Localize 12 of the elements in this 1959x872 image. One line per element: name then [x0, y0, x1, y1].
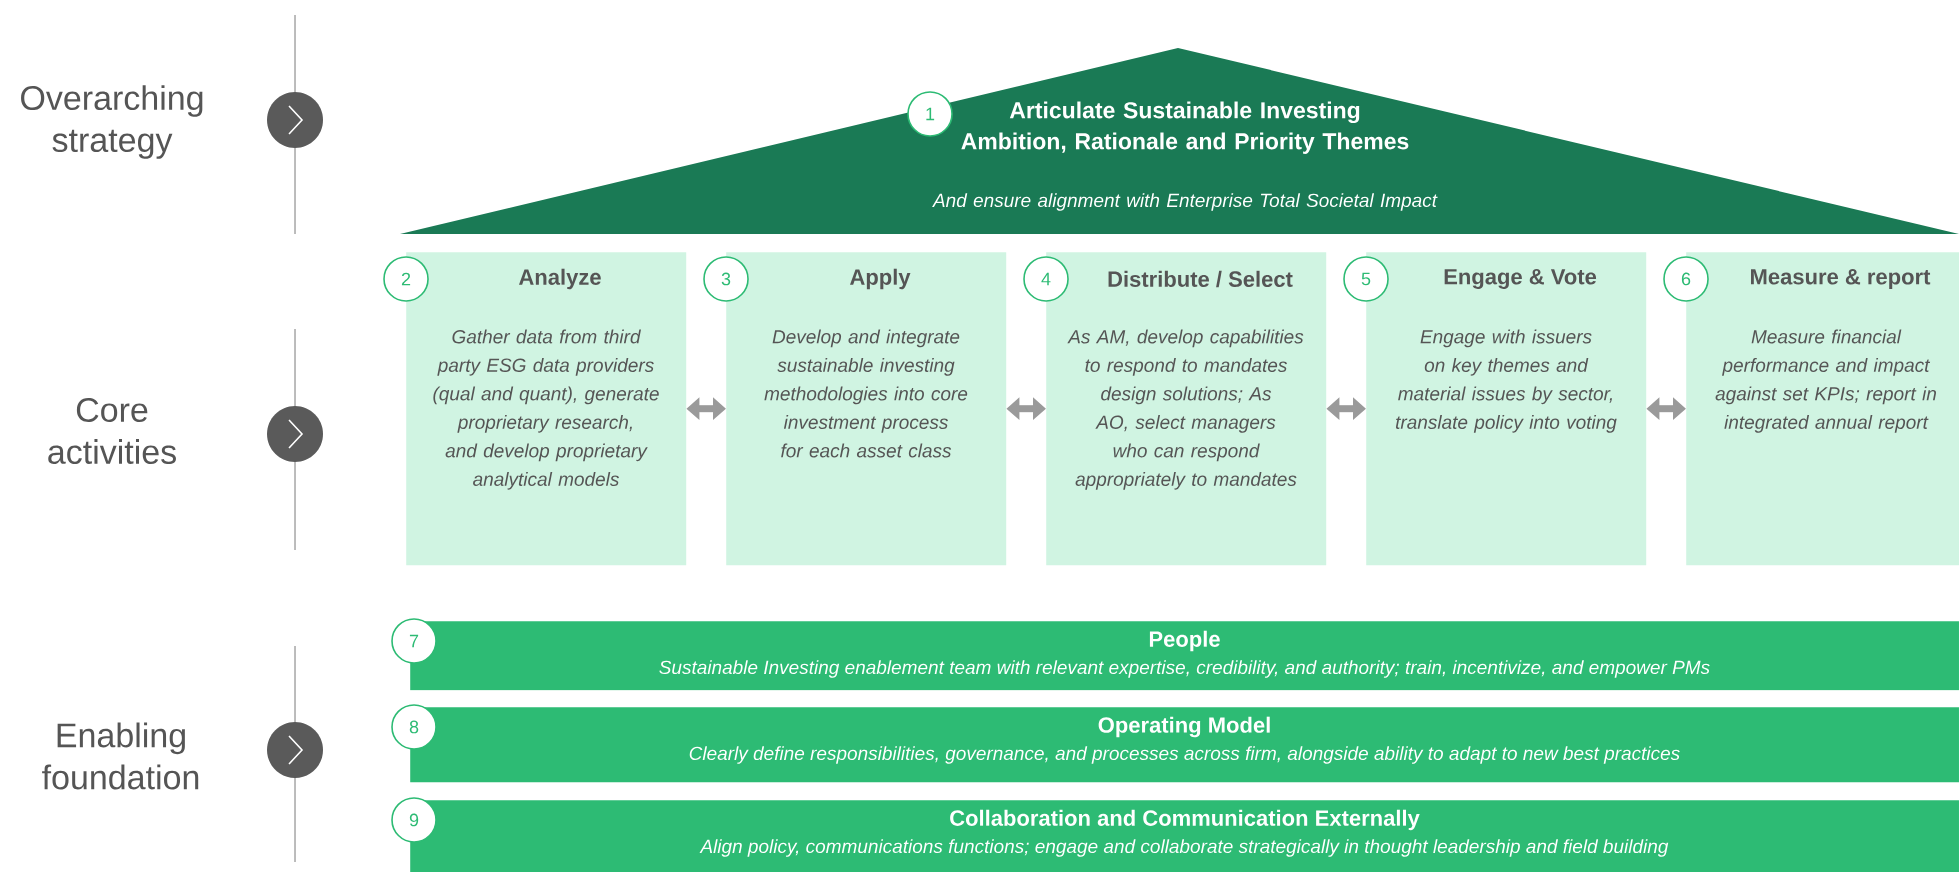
- number-badge: 8: [391, 704, 437, 750]
- number-badge: 4: [1023, 256, 1069, 302]
- number-badge: 7: [391, 618, 437, 664]
- number-badge: 3: [703, 256, 749, 302]
- number-badge: 6: [1663, 256, 1709, 302]
- row-label: Overarching strategy: [21, 85, 203, 159]
- number-badge: 9: [391, 797, 437, 843]
- row-label: Core activities: [48, 397, 176, 464]
- number-badge: 5: [1343, 256, 1389, 302]
- row-label: Enabling foundation: [42, 722, 199, 790]
- number-badge: 2: [383, 256, 429, 302]
- number-badge: 1: [907, 91, 953, 137]
